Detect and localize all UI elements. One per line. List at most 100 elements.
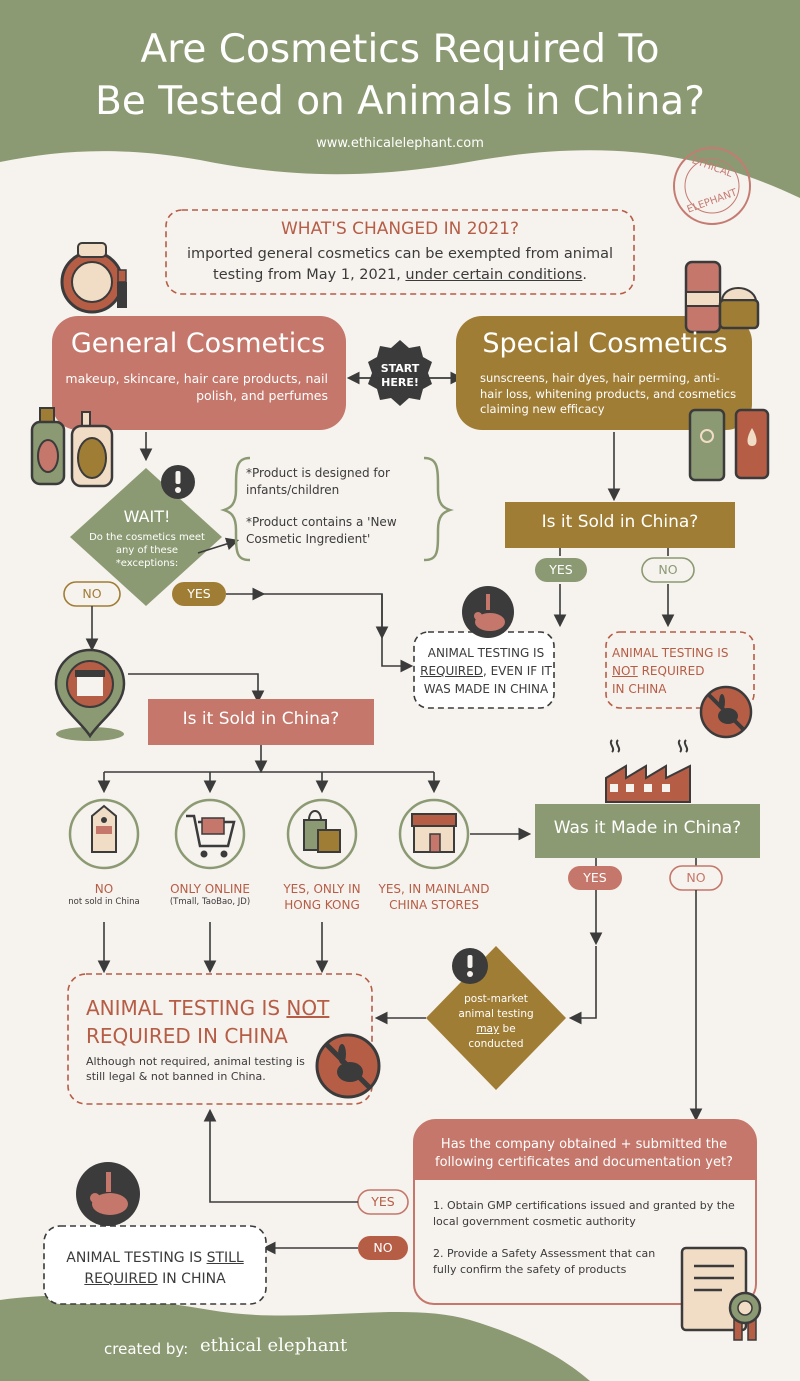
post-market-diamond xyxy=(426,946,566,1090)
exceptions-list: *Product is designed for infants/childre… xyxy=(246,465,426,548)
option-hong-kong: YES, ONLY IN HONG KONG xyxy=(272,881,372,913)
yes-pill-made xyxy=(568,866,622,890)
testing-required-text: ANIMAL TESTING IS REQUIRED, EVEN IF IT W… xyxy=(420,644,552,698)
option-hong-kong-label: YES, ONLY IN HONG KONG xyxy=(283,882,361,912)
post-market-line-4: conducted xyxy=(468,1038,524,1050)
not-sold-tag-icon xyxy=(68,798,140,870)
lab-rat-icon xyxy=(462,586,514,638)
not-required-body: Although not required, animal testing is… xyxy=(86,1055,305,1083)
no-label-made: NO xyxy=(686,870,706,885)
not-required-title: ANIMAL TESTING IS NOT REQUIRED IN CHINA xyxy=(86,994,356,1050)
sold-in-china-special-title: Is it Sold in China? xyxy=(541,512,699,532)
title-line-2: Be Tested on Animals in China? xyxy=(95,79,705,124)
notreq-small-emph: NOT xyxy=(612,664,638,678)
required-line-2: , EVEN IF IT xyxy=(482,664,552,678)
mainland-store-icon xyxy=(398,798,470,870)
option-online: ONLY ONLINE (Tmall, TaoBao, JD) xyxy=(155,881,265,907)
shopping-bag-icon xyxy=(286,798,358,870)
whats-changed-text: imported general cosmetics can be exempt… xyxy=(187,246,613,283)
yes-pill-special xyxy=(535,558,587,582)
exceptions-brace-left xyxy=(220,456,251,562)
exception-item-2: *Product contains a 'New Cosmetic Ingred… xyxy=(246,515,397,546)
not-required-emph: NOT xyxy=(286,996,330,1020)
certificates-question: Has the company obtained + submitted the… xyxy=(435,1137,733,1170)
certificate-icon xyxy=(680,1246,762,1341)
sold-in-china-general-box xyxy=(148,699,374,745)
no-label-special: NO xyxy=(658,562,678,577)
online-cart-icon xyxy=(174,798,246,870)
start-here-label: START HERE! xyxy=(368,362,432,390)
not-required-line-1: ANIMAL TESTING IS xyxy=(86,996,281,1020)
start-line-2: HERE! xyxy=(381,376,419,389)
ethical-elephant-stamp xyxy=(673,147,751,225)
post-market-emph: may xyxy=(476,1023,500,1035)
exceptions-brace-right xyxy=(423,456,454,562)
no-pill-certs xyxy=(358,1236,408,1260)
exception-item-1: *Product is designed for infants/childre… xyxy=(246,466,390,497)
wait-title: WAIT! xyxy=(123,507,171,526)
option-online-label: ONLY ONLINE xyxy=(170,882,250,896)
required-emph-2: REQUIRED xyxy=(84,1271,158,1287)
option-online-sub: (Tmall, TaoBao, JD) xyxy=(169,897,251,907)
header-band xyxy=(0,0,800,198)
sold-in-china-general-title: Is it Sold in China? xyxy=(182,709,340,729)
cosmetic-jars-icon xyxy=(684,260,760,334)
option-not-sold: NO not sold in China xyxy=(54,881,154,907)
no-label-certs: NO xyxy=(373,1240,393,1255)
brand-logo-text: ethical elephant xyxy=(200,1335,348,1356)
general-cosmetics-box xyxy=(52,316,346,430)
store-location-icon xyxy=(54,648,126,741)
still-emph: STILL xyxy=(206,1250,244,1266)
post-market-line-2: animal testing xyxy=(458,1008,534,1020)
start-line-1: START xyxy=(380,362,420,375)
required-emph: REQUIRED xyxy=(420,664,483,678)
compact-mirror-icon xyxy=(60,242,127,314)
website-url[interactable]: www.ethicalelephant.com xyxy=(316,136,484,151)
start-here-badge xyxy=(368,340,432,406)
option-not-sold-label: NO xyxy=(94,882,114,896)
factory-icon xyxy=(605,739,691,803)
required-line-1: ANIMAL TESTING IS xyxy=(427,646,545,660)
notreq-small-line-3: IN CHINA xyxy=(612,682,667,696)
post-market-line-3: be xyxy=(499,1023,516,1035)
created-by-label: created by: xyxy=(104,1340,189,1358)
option-not-sold-sub: not sold in China xyxy=(68,897,140,907)
whats-changed-body: imported general cosmetics can be exempt… xyxy=(172,244,628,286)
whats-changed-box xyxy=(165,209,635,295)
wait-diamond xyxy=(70,468,222,606)
yes-label-general: YES xyxy=(187,586,211,601)
no-label-general: NO xyxy=(82,586,102,601)
special-cosmetics-desc: sunscreens, hair dyes, hair perming, ant… xyxy=(480,371,737,416)
not-required-big-box xyxy=(67,973,373,1105)
post-market-text: post-market animal testing may be conduc… xyxy=(446,992,546,1052)
sunscreen-tubes-icon xyxy=(688,408,770,482)
title-line-1: Are Cosmetics Required To xyxy=(140,27,660,72)
required-line-3: WAS MADE IN CHINA xyxy=(423,682,549,696)
certificate-item-2: 2. Provide a Safety Assessment that can … xyxy=(433,1247,656,1276)
no-rabbit-large-icon xyxy=(315,1033,381,1099)
no-pill-special xyxy=(641,557,695,583)
not-required-small-text: ANIMAL TESTING IS NOT REQUIRED IN CHINA xyxy=(612,644,752,698)
option-mainland: YES, IN MAINLAND CHINA STORES xyxy=(370,881,498,913)
option-mainland-label: YES, IN MAINLAND CHINA STORES xyxy=(378,882,490,912)
not-required-small-box xyxy=(605,631,755,709)
lab-rat-large-icon xyxy=(76,1162,140,1226)
general-cosmetics-title: General Cosmetics xyxy=(70,328,326,359)
certificate-item-1: 1. Obtain GMP certifications issued and … xyxy=(433,1199,735,1228)
still-required-line-2: IN CHINA xyxy=(157,1271,226,1287)
notreq-small-line-2: REQUIRED xyxy=(637,664,705,678)
whats-changed-title: WHAT'S CHANGED IN 2021? xyxy=(281,219,519,239)
general-cosmetics-desc: makeup, skincare, hair care products, na… xyxy=(65,371,328,403)
certificate-box xyxy=(413,1119,757,1305)
wait-body: Do the cosmetics meet any of these *exce… xyxy=(89,532,205,569)
post-market-line-1: post-market xyxy=(464,993,528,1005)
notreq-small-line-1: ANIMAL TESTING IS xyxy=(612,646,729,660)
still-required-line-1: ANIMAL TESTING IS xyxy=(66,1250,207,1266)
page-title: Are Cosmetics Required To Be Tested on A… xyxy=(40,24,760,128)
yes-label-special: YES xyxy=(549,562,573,577)
special-cosmetics-title: Special Cosmetics xyxy=(482,328,728,359)
special-cosmetics-box xyxy=(456,316,752,430)
certain-conditions-link[interactable]: under certain conditions xyxy=(405,267,583,283)
not-required-line-2: REQUIRED IN CHINA xyxy=(86,1024,288,1048)
